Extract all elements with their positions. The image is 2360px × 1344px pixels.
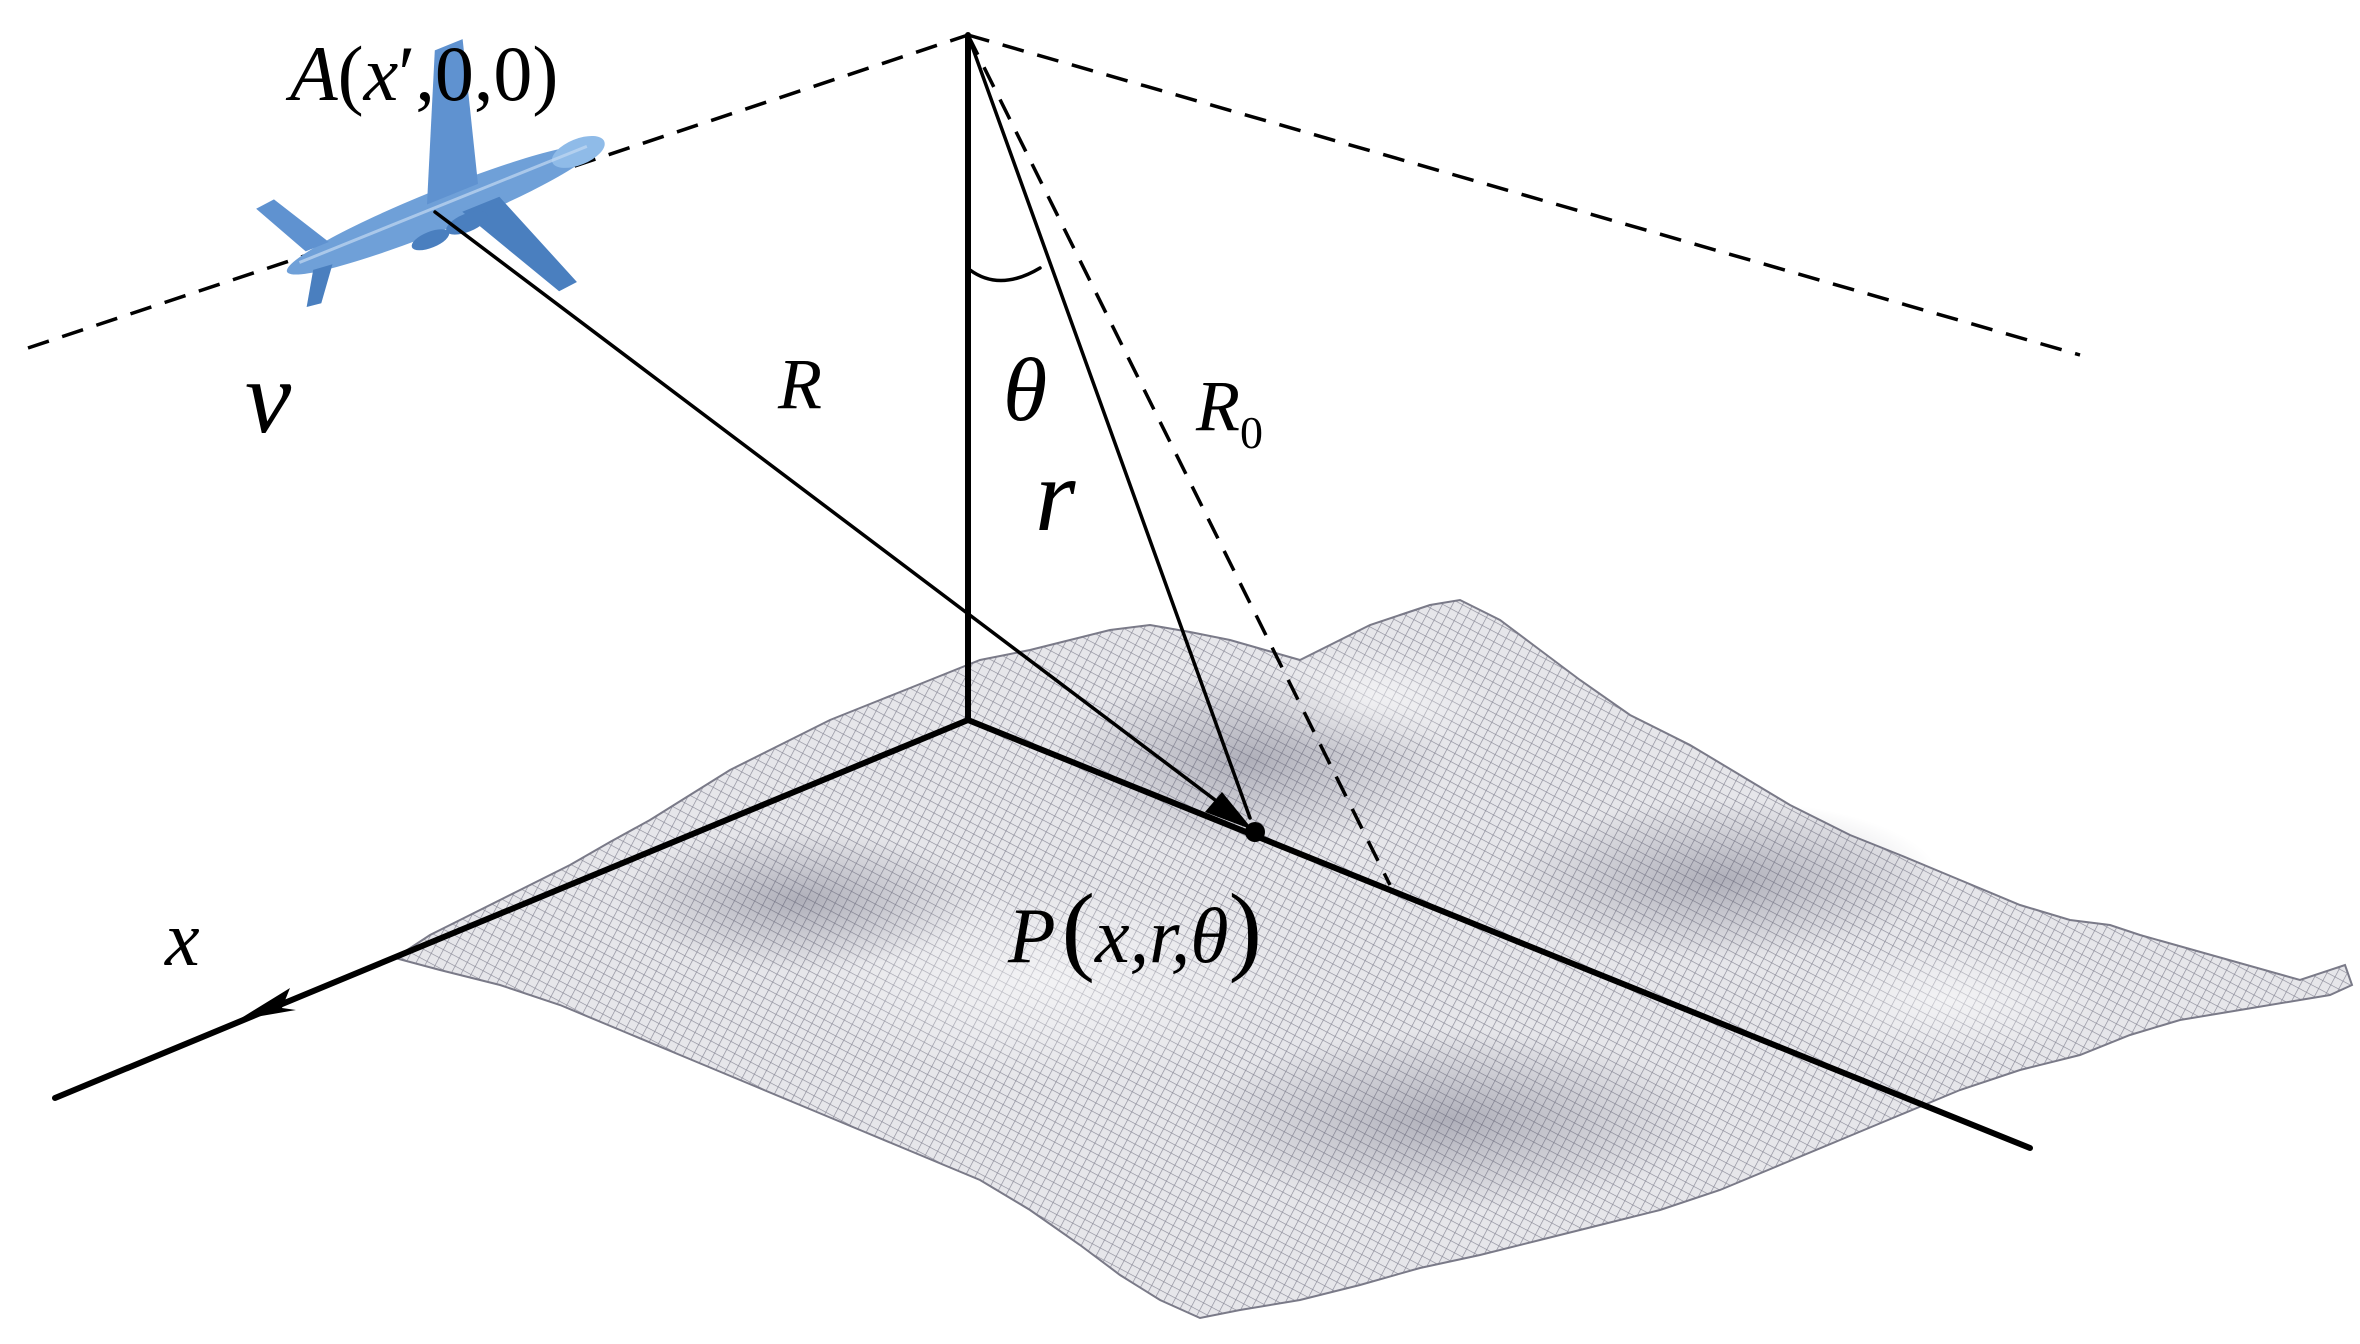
airplane-icon	[256, 39, 605, 308]
range-r-line	[966, 33, 1252, 820]
flight-track-dashed	[27, 33, 969, 350]
terrain-surface	[392, 598, 2354, 1320]
x-axis-arrowhead	[238, 988, 296, 1020]
ground-range-label: r	[1035, 438, 1076, 553]
plane-edge-dashed	[967, 33, 2081, 357]
geometry-lines	[52, 32, 2033, 1151]
closest-range-label: R0	[1195, 366, 1263, 458]
x-axis-label: x	[164, 895, 200, 982]
terrain-mesh	[392, 598, 2354, 1320]
ground-range-axis-line	[965, 717, 2033, 1151]
closest-range-dashed	[966, 34, 1392, 886]
target-point-dot	[1245, 822, 1265, 842]
x-axis-line	[52, 717, 971, 1101]
theta-angle-arc	[968, 266, 1042, 283]
target-point-label: P(x,r,θ)	[1007, 873, 1262, 984]
slant-range-label: R	[777, 344, 822, 424]
slant-range-arrowhead	[1205, 792, 1253, 830]
flight-plane	[27, 33, 2081, 886]
aircraft-position-label: A(x′,0,0)	[285, 30, 558, 117]
slant-range-R-line	[433, 210, 1237, 817]
look-angle-label: θ	[1003, 341, 1047, 440]
velocity-label: v	[245, 340, 292, 455]
